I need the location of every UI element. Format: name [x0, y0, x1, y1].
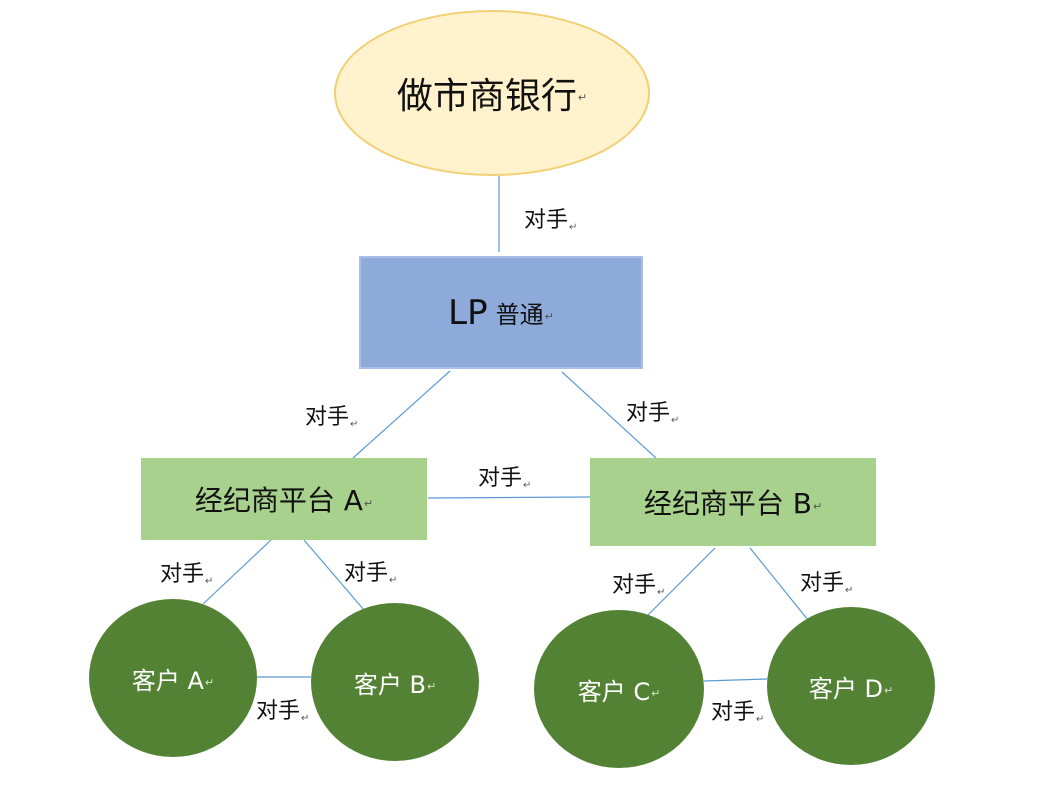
paragraph-mark: ↵ — [812, 499, 823, 513]
edge-label-text: 对手 — [160, 562, 205, 587]
connector-lp-platform-a — [352, 370, 451, 459]
edge-label-lp-platform-b: 对手↵ — [626, 395, 679, 427]
client-c-node: 客户 C↵ — [534, 610, 704, 768]
paragraph-mark: ↵ — [426, 679, 437, 693]
paragraph-mark: ↵ — [671, 415, 680, 426]
paragraph-mark: ↵ — [651, 686, 661, 700]
edge-label-text: 对手 — [711, 700, 756, 725]
edge-label-text: 对手 — [524, 208, 569, 233]
connector-platform-a-client-a — [202, 539, 272, 605]
paragraph-mark: ↵ — [301, 713, 310, 724]
client-c-label: 客户 C — [577, 677, 651, 706]
edge-label-text: 对手 — [256, 699, 301, 724]
paragraph-mark: ↵ — [657, 587, 666, 598]
edge-label-platform-b-client-d: 对手↵ — [800, 565, 853, 597]
edge-label-lp-platform-a: 对手↵ — [305, 399, 358, 431]
paragraph-mark: ↵ — [845, 585, 854, 596]
client-a-node: 客户 A↵ — [89, 599, 257, 757]
paragraph-mark: ↵ — [523, 480, 532, 491]
broker-platform-b-node: 经纪商平台 B↵ — [590, 458, 876, 546]
connector-lp-platform-b — [561, 371, 657, 459]
edge-label-platform-a-platform-b: 对手↵ — [478, 460, 531, 492]
paragraph-mark: ↵ — [204, 675, 215, 689]
connector-platform-b-client-d — [749, 547, 809, 621]
paragraph-mark: ↵ — [205, 576, 214, 587]
edge-label-text: 对手 — [478, 466, 523, 491]
paragraph-mark: ↵ — [389, 575, 398, 586]
client-d-node: 客户 D↵ — [767, 607, 935, 765]
edge-label-market-maker-lp: 对手↵ — [524, 202, 577, 234]
paragraph-mark: ↵ — [350, 419, 359, 430]
paragraph-mark: ↵ — [577, 90, 588, 104]
paragraph-mark: ↵ — [883, 683, 894, 697]
edge-label-client-a-client-b: 对手↵ — [256, 693, 309, 725]
connector-client-c-client-d — [703, 678, 768, 682]
client-b-label: 客户 B — [353, 670, 426, 699]
client-b-node: 客户 B↵ — [311, 603, 479, 761]
broker-platform-b-label: 经纪商平台 B — [643, 487, 812, 520]
paragraph-mark: ↵ — [544, 310, 554, 323]
market-maker-bank-node: 做市商银行↵ — [334, 10, 650, 176]
edge-label-text: 对手 — [344, 561, 389, 586]
edge-label-text: 对手 — [612, 573, 657, 598]
edge-label-text: 对手 — [626, 401, 671, 426]
edge-label-text: 对手 — [800, 571, 845, 596]
connector-platform-a-client-b — [303, 539, 365, 611]
paragraph-mark: ↵ — [363, 496, 374, 510]
edge-label-platform-b-client-c: 对手↵ — [612, 567, 665, 599]
paragraph-mark: ↵ — [756, 714, 765, 725]
edge-label-text: 对手 — [305, 405, 350, 430]
lp-main-label: LP — [448, 292, 488, 333]
broker-platform-a-node: 经纪商平台 A↵ — [141, 458, 427, 540]
client-d-label: 客户 D — [808, 674, 883, 703]
connector-platform-b-client-c — [647, 547, 716, 616]
edge-label-platform-a-client-a: 对手↵ — [160, 556, 213, 588]
lp-sub-label: 普通 — [495, 301, 544, 329]
edge-label-client-c-client-d: 对手↵ — [711, 694, 764, 726]
client-a-label: 客户 A — [131, 666, 204, 695]
market-maker-bank-label: 做市商银行 — [396, 76, 577, 117]
broker-platform-a-label: 经纪商平台 A — [194, 484, 363, 517]
edge-label-platform-a-client-b: 对手↵ — [344, 555, 397, 587]
connector-platform-a-platform-b — [427, 496, 591, 499]
paragraph-mark: ↵ — [569, 222, 578, 233]
